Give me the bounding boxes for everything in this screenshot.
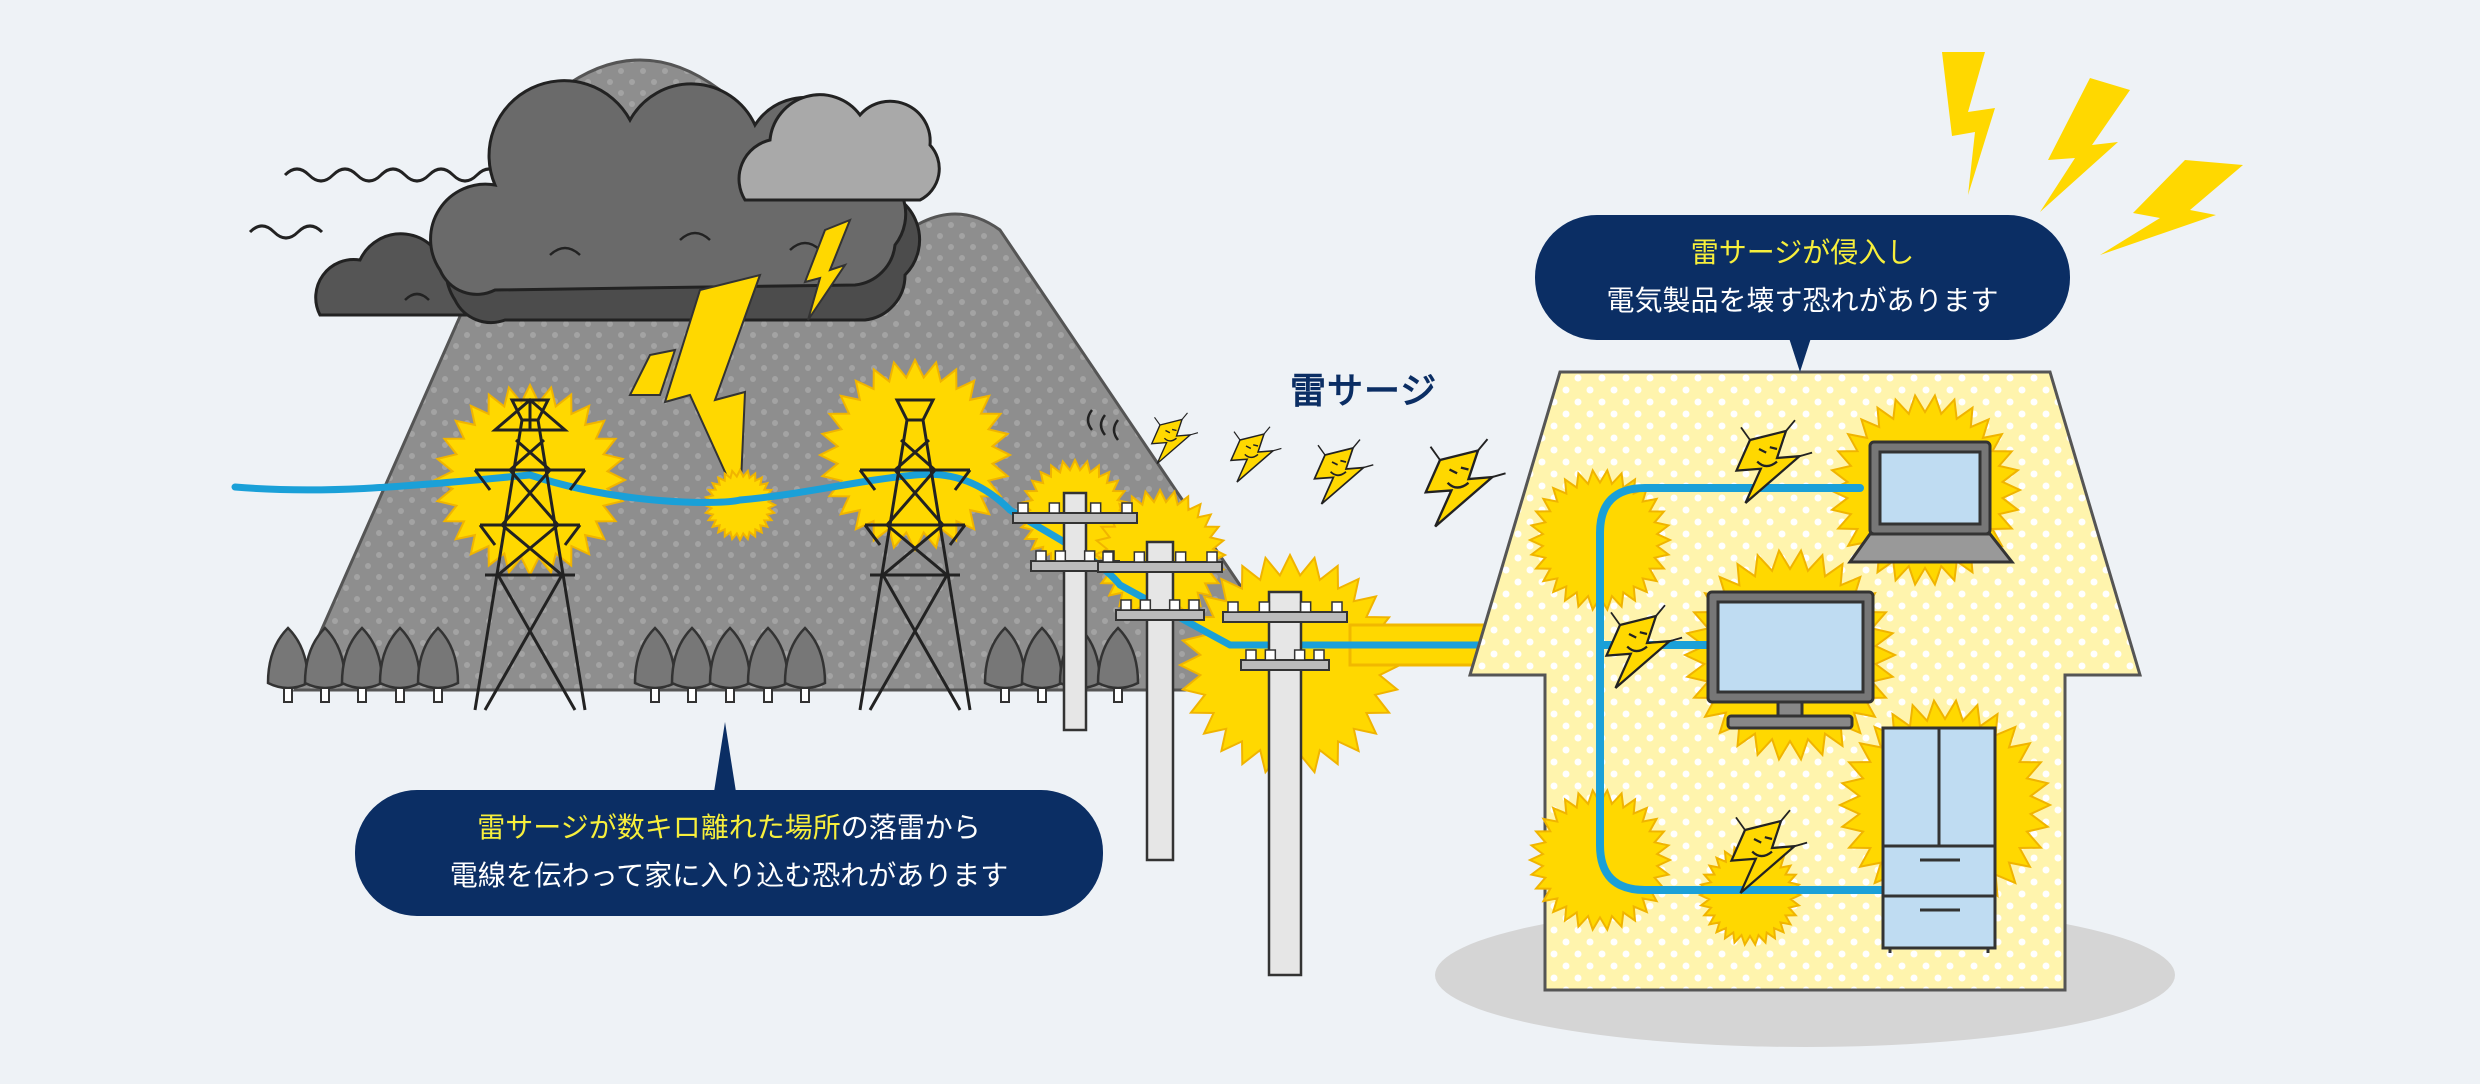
callout-distant-strike: 雷サージが数キロ離れた場所の落雷から 電線を伝わって家に入り込む恐れがあります xyxy=(355,790,1103,916)
tv-icon xyxy=(1706,590,1875,730)
transmission-tower xyxy=(473,398,587,711)
refrigerator-icon xyxy=(1881,726,1997,953)
callout-pointer xyxy=(1789,338,1811,372)
tree-icon xyxy=(340,626,384,703)
callout-appliance-damage: 雷サージが侵入し 電気製品を壊す恐れがあります xyxy=(1535,215,2070,340)
body-text: の落雷から xyxy=(840,811,981,844)
tree-icon xyxy=(303,626,347,703)
surge-creature-icon xyxy=(1734,419,1813,504)
utility-poles xyxy=(1012,491,1348,977)
cloud-details xyxy=(404,231,821,301)
surge-creature-icon xyxy=(1229,426,1282,483)
tree-icon xyxy=(670,626,714,703)
utility-pole xyxy=(1012,491,1138,732)
callout-line-1: 雷サージが数キロ離れた場所の落雷から xyxy=(355,804,1103,852)
danger-bolt-icon xyxy=(1942,52,2243,255)
tree-icon xyxy=(633,626,677,703)
tree-icon xyxy=(1096,626,1140,703)
callout-line-2: 電気製品を壊す恐れがあります xyxy=(1606,284,1999,317)
tree-icon xyxy=(983,626,1027,703)
surge-creature-icon xyxy=(1604,604,1683,689)
callout-line-2: 電線を伝わって家に入り込む恐れがあります xyxy=(449,859,1009,892)
wind-lines xyxy=(248,167,503,240)
tree-icon xyxy=(708,626,752,703)
surge-creature-icon xyxy=(1729,809,1808,894)
trees xyxy=(266,626,1140,703)
storm-clouds xyxy=(314,79,941,325)
highlight-text: 雷サージが侵入し xyxy=(1690,236,1915,269)
utility-pole xyxy=(1097,540,1223,862)
surge-creature-icon xyxy=(1423,438,1506,528)
tree-icon xyxy=(416,626,460,703)
transmission-tower xyxy=(490,398,570,432)
transmission-tower xyxy=(858,398,972,711)
tree-icon xyxy=(1020,626,1064,703)
house-wiring xyxy=(1596,484,1899,894)
lightning-bolt-icon xyxy=(628,218,852,506)
motion-marks xyxy=(1086,409,1120,441)
tree-icon xyxy=(746,626,790,703)
surge-label: 雷サージ xyxy=(1290,371,1438,412)
tree-icon xyxy=(378,626,422,703)
surge-creature-icon xyxy=(1150,412,1199,465)
surge-creatures xyxy=(1150,412,1813,894)
utility-pole xyxy=(1222,590,1348,977)
surge-creature-icon xyxy=(1313,439,1374,505)
surge-burst xyxy=(817,357,1013,553)
tree-icon xyxy=(783,626,827,703)
tree-icon xyxy=(266,626,310,703)
highlight-text: 雷サージが数キロ離れた場所 xyxy=(477,811,841,844)
laptop-icon xyxy=(1847,440,2016,564)
callout-pointer xyxy=(714,722,736,792)
